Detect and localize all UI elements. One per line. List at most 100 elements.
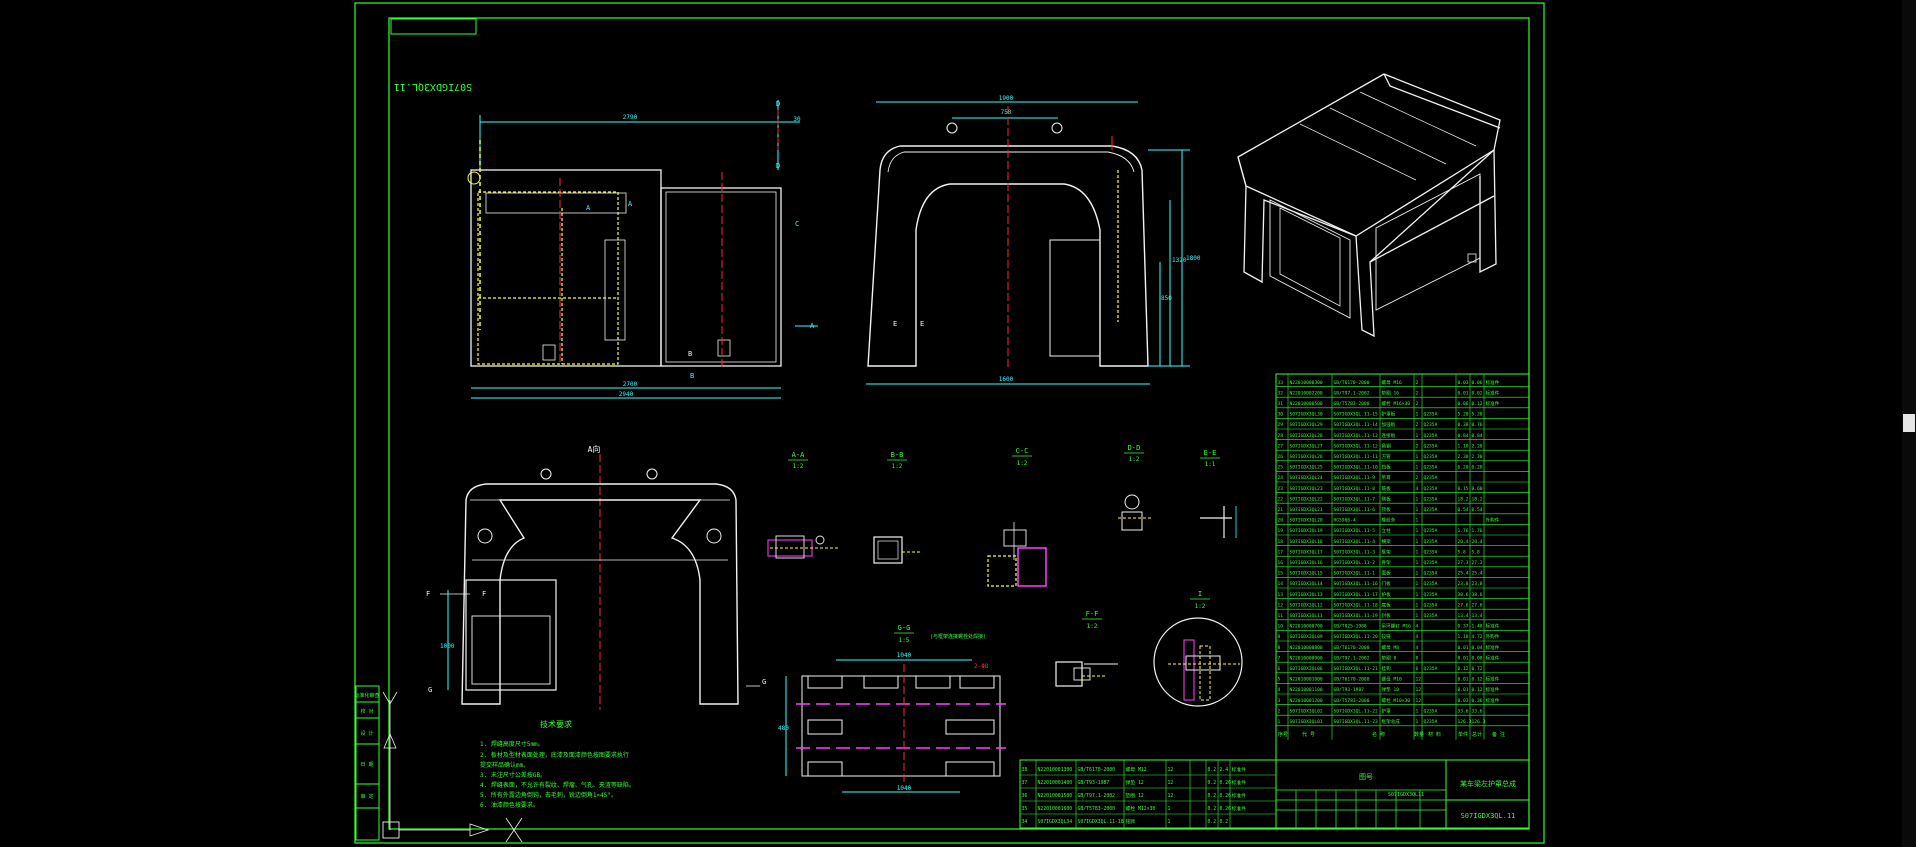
bom-main-cell: S07IGDX3QL.11-6 xyxy=(1334,507,1376,513)
bom-main-cell: 0.01 xyxy=(1458,655,1469,661)
bom-main-cell: 0.04 xyxy=(1472,645,1483,651)
bom-main-cell: 13 xyxy=(1278,592,1284,598)
bom-main-cell: 13.4 xyxy=(1458,613,1469,619)
bom-main-cell: S07IGDX3QL.11-20 xyxy=(1334,634,1378,640)
bom-main-cell: 27 xyxy=(1278,443,1284,449)
bom-main-cell: 封板 xyxy=(1382,612,1392,619)
bom-main-cell: GB/T97.1-2002 xyxy=(1334,390,1370,396)
bom-main-cell: 0.37 xyxy=(1458,624,1469,630)
bom-main-cell: 33.6 xyxy=(1472,708,1483,714)
bom-main-cell: S07IGDX3QL.11-14 xyxy=(1334,422,1378,428)
bom-main-cell: 2.30 xyxy=(1472,454,1483,460)
scroll-thumb[interactable] xyxy=(1903,414,1915,432)
bom-main-cell: 1 xyxy=(1416,496,1419,502)
bom-main-cell: 1 xyxy=(1416,539,1419,545)
bom-main-cell: 门板 xyxy=(1382,580,1392,587)
bom-main-cell: S07IGDX3QL28 xyxy=(1290,433,1323,439)
bom-main-cell: S07IGDX3QL14 xyxy=(1290,581,1323,587)
bom-main-cell: 1 xyxy=(1416,412,1419,418)
dim-gg-bottom: 1040 xyxy=(897,785,912,792)
bom-main-cell: GB/T6170-2000 xyxy=(1334,677,1370,683)
bom-main-cell: 螺栓 M16×30 xyxy=(1382,400,1411,407)
bom-main-cell: 1 xyxy=(1416,549,1419,555)
bom-main-cell: 18 xyxy=(1278,539,1284,545)
bom-main-cell: 挡板 xyxy=(1382,464,1392,471)
cut-g-left: G xyxy=(428,686,432,694)
bom-main-cell: 6.20 xyxy=(1458,465,1469,471)
cut-f-left: F xyxy=(426,590,430,598)
bom-main-cell: 2.20 xyxy=(1472,443,1483,449)
section-gg: G-G 1:5 (与框架连接螺栓处焊接) 2-Φ8 1040 1040 480 xyxy=(778,624,1006,793)
bom-main-cell: 12 xyxy=(1416,677,1422,683)
bom-main-cell: 31 xyxy=(1278,401,1284,407)
bom-main-cell: S07IGDX3QL21 xyxy=(1290,507,1323,513)
bom-main-cell: S07IGDX3QL.11-9 xyxy=(1334,475,1376,481)
bom-main-cell: S07IGDX3QL.11-22 xyxy=(1334,708,1378,714)
left-stamp-column: 标准化审查 校 对 设 计 日 期 审 定 xyxy=(354,685,523,843)
bom-main-cell: 5 xyxy=(1278,677,1281,683)
section-ff-label: F-F xyxy=(1086,610,1099,618)
bom-main-header-cell: 材 料 xyxy=(1428,731,1441,738)
bom-bottom-cell: 螺母 M12 xyxy=(1126,766,1147,773)
bom-main-cell: Q235A xyxy=(1424,443,1438,449)
bom-main-cell: 25 xyxy=(1278,465,1284,471)
bom-main-cell: 126.3 xyxy=(1458,719,1472,725)
dim-front-bottom2: 2940 xyxy=(619,391,634,398)
plan-view: A向 1000 F F G G xyxy=(426,444,766,710)
vertical-scrollbar[interactable] xyxy=(1902,0,1916,847)
section-bb-scale: 1:2 xyxy=(892,463,903,470)
bom-main-cell: 0.54 xyxy=(1472,507,1483,513)
bom-main-cell: 横梁 xyxy=(1382,538,1392,545)
bom-main-cell: 标准件 xyxy=(1486,697,1500,704)
bom-main-cell: 2 xyxy=(1416,443,1419,449)
bom-main-cell: S07IGDX3QL20 xyxy=(1290,518,1323,524)
bom-main-cell: S07IGDX3QL26 xyxy=(1290,454,1323,460)
bom-main-cell: 6 xyxy=(1278,666,1281,672)
bom-bottom-cell: 1 xyxy=(1168,819,1171,825)
bom-main-cell: 0.60 xyxy=(1472,486,1483,492)
bom-main-cell: 5.8 xyxy=(1472,549,1481,555)
bom-main-cell: N22010000300 xyxy=(1290,380,1323,386)
bom-main-header-cell: 备 注 xyxy=(1492,731,1505,738)
dim-front-mid: B xyxy=(690,372,694,380)
bom-main-cell: 螺母 M10 xyxy=(1382,676,1402,683)
bom-bottom-cell: 0.26 xyxy=(1220,806,1232,812)
bom-main-cell: 1 xyxy=(1416,613,1419,619)
section-gg-tag: 2-Φ8 xyxy=(974,663,989,670)
bom-main-cell: 1.76 xyxy=(1458,528,1469,534)
bom-main-cell: 0.01 xyxy=(1458,687,1469,693)
section-ff: F-F 1:2 xyxy=(1055,610,1118,687)
bom-main-cell: 垫圈 16 xyxy=(1382,389,1400,396)
bom-main-cell: Q235A xyxy=(1424,549,1438,555)
bom-main-cell: 0.06 xyxy=(1458,401,1469,407)
bom-main-cell: 标准件 xyxy=(1486,389,1500,396)
bom-main-cell: S07IGDX3QL.11-18 xyxy=(1334,602,1378,608)
bom-bottom-cell: 0.2 xyxy=(1208,819,1217,825)
bom-main-cell: 1 xyxy=(1416,581,1419,587)
bom-bottom-cell: N22010001500 xyxy=(1038,793,1073,799)
bom-main-cell: 38.6 xyxy=(1458,592,1469,598)
section-ee-label: E-E xyxy=(1204,449,1217,457)
bom-main-cell: Q235A xyxy=(1424,412,1438,418)
title-block: 图号 S07IGDX3QL11 某车梁左护罩总成 S07IGDX3QL.11 xyxy=(1275,759,1530,829)
bom-bottom-cell: 0.2 xyxy=(1208,767,1217,773)
bom-main-cell: Q235A xyxy=(1424,422,1438,428)
bom-main-cell: 14 xyxy=(1278,581,1284,587)
dim-side-h2: 1800 xyxy=(1186,255,1201,262)
bom-main-cell: N22010001000 xyxy=(1290,677,1323,683)
bom-main-cell: 33 xyxy=(1278,380,1284,386)
cut-d-top: D xyxy=(776,100,780,108)
bom-main-cell: 橡胶条 xyxy=(1382,517,1396,524)
bom-main-cell: HG5906-4 xyxy=(1334,518,1356,524)
tech-req-line-7: 6. 油漆颜色按要求。 xyxy=(480,801,539,809)
bom-main-cell: 角钢 xyxy=(1382,442,1392,449)
bom-main-cell: Q235A xyxy=(1424,592,1438,598)
bom-main-cell: 0.12 xyxy=(1472,687,1483,693)
bom-main-cell: S07IGDX3QL15 xyxy=(1290,571,1323,577)
bom-bottom-cell: 螺栓 M12×30 xyxy=(1126,805,1156,812)
bom-main-cell: 4 xyxy=(1416,645,1419,651)
bom-main-cell: 标准件 xyxy=(1486,623,1500,630)
cut-a-label: A xyxy=(586,204,591,212)
bom-main-cell: 0.72 xyxy=(1472,666,1483,672)
